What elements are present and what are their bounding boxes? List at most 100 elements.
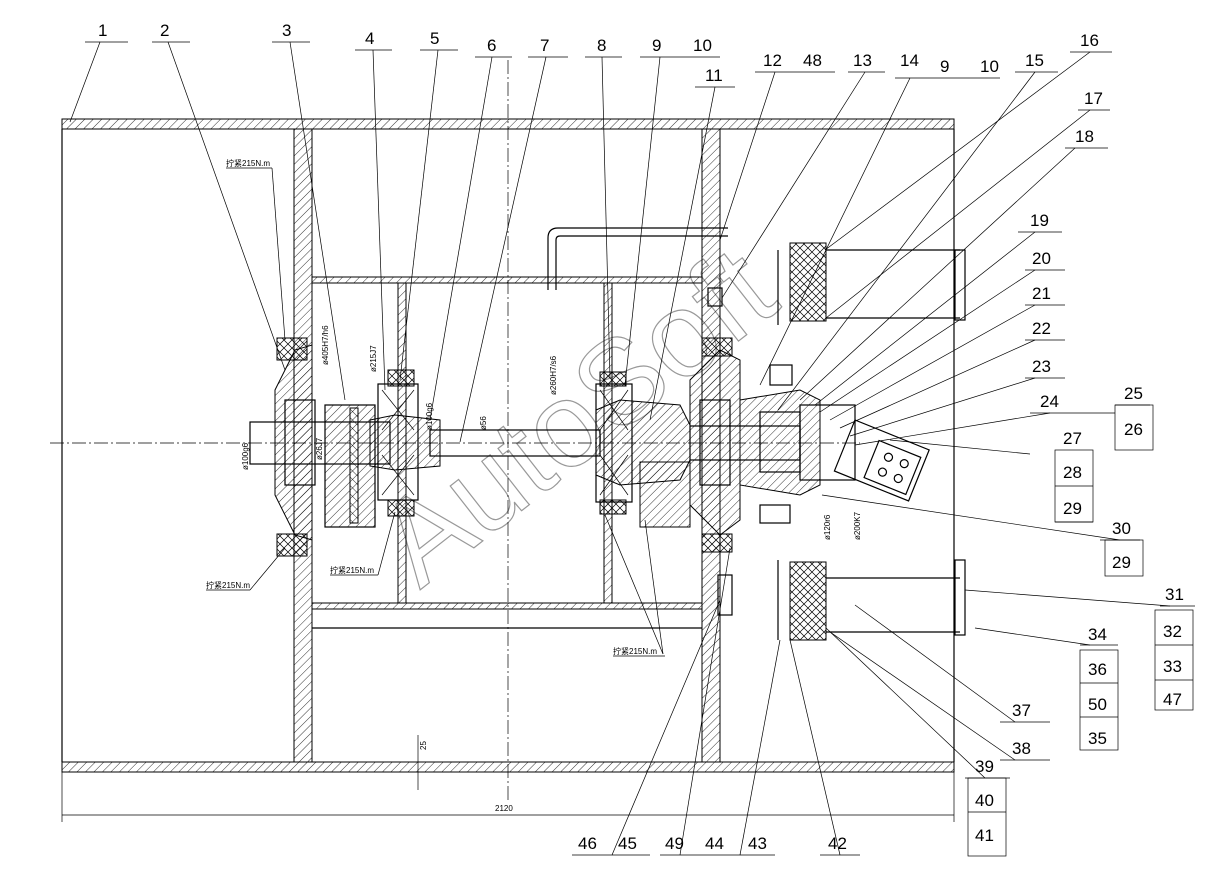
label-24: 24 bbox=[1040, 392, 1059, 411]
label-29b: 29 bbox=[1112, 553, 1131, 572]
label-9b: 9 bbox=[940, 57, 949, 76]
label-29a: 29 bbox=[1063, 499, 1082, 518]
dim-d200: ø200K7 bbox=[853, 511, 862, 540]
dim-d56: ø56 bbox=[479, 416, 488, 430]
label-12: 12 bbox=[763, 51, 782, 70]
label-8: 8 bbox=[597, 36, 606, 55]
label-40: 40 bbox=[975, 791, 994, 810]
left-bolt-top bbox=[276, 337, 308, 361]
bolt-f bbox=[701, 533, 733, 553]
label-18: 18 bbox=[1075, 127, 1094, 146]
label-46: 46 bbox=[578, 834, 597, 853]
label-37: 37 bbox=[1012, 701, 1031, 720]
bearing-x bbox=[381, 389, 415, 496]
nut-2 bbox=[759, 504, 791, 524]
right-boxes bbox=[821, 404, 1195, 857]
left-bearing bbox=[284, 399, 316, 486]
rubber-buffer-bottom bbox=[789, 561, 827, 641]
label-38: 38 bbox=[1012, 739, 1031, 758]
right-brake-disc bbox=[639, 461, 691, 528]
dim-d260: ø260H7/s6 bbox=[549, 355, 558, 395]
torque-note-2: 拧紧215N.m bbox=[206, 580, 250, 590]
torque-note-1: 拧紧215N.m bbox=[226, 158, 270, 168]
dim-dj: ø26J7 bbox=[315, 437, 324, 460]
motor-flange bbox=[799, 404, 856, 481]
bolt-d bbox=[599, 499, 627, 515]
label-13: 13 bbox=[853, 51, 872, 70]
label-1: 1 bbox=[98, 21, 107, 40]
torque-note-3: 拧紧215N.m bbox=[330, 565, 374, 575]
nut-1 bbox=[769, 364, 793, 386]
label-7: 7 bbox=[540, 36, 549, 55]
label-14: 14 bbox=[900, 51, 919, 70]
dim-d215: ø215J7 bbox=[369, 345, 378, 372]
label-4: 4 bbox=[365, 29, 374, 48]
gear-housing bbox=[739, 389, 821, 496]
label-45: 45 bbox=[618, 834, 637, 853]
inner-bottom-plate bbox=[311, 602, 703, 610]
label-47: 47 bbox=[1163, 690, 1182, 709]
torque-leader-2b bbox=[249, 547, 286, 591]
rod-bot bbox=[954, 559, 966, 636]
pipe-nut bbox=[707, 287, 723, 307]
dim-d100b: ø100g6 bbox=[425, 402, 434, 430]
label-2: 2 bbox=[160, 21, 169, 40]
label-25: 25 bbox=[1124, 384, 1143, 403]
label-15: 15 bbox=[1025, 51, 1044, 70]
label-9a: 9 bbox=[652, 36, 661, 55]
label-34: 34 bbox=[1088, 625, 1107, 644]
top-leaders bbox=[69, 41, 1150, 446]
label-6: 6 bbox=[487, 36, 496, 55]
label-43: 43 bbox=[748, 834, 767, 853]
label-44: 44 bbox=[705, 834, 724, 853]
label-19: 19 bbox=[1030, 211, 1049, 230]
label-28: 28 bbox=[1063, 463, 1082, 482]
rod-top bbox=[954, 249, 966, 321]
disc-gap bbox=[349, 407, 359, 524]
label-10b: 10 bbox=[980, 57, 999, 76]
part-labels: 1 2 3 4 5 6 7 8 9 10 11 12 48 13 14 9 10… bbox=[98, 21, 1184, 853]
label-50: 50 bbox=[1088, 695, 1107, 714]
rubber-buffer-top bbox=[789, 242, 827, 322]
dim-d120: ø120r6 bbox=[823, 514, 832, 540]
label-30: 30 bbox=[1112, 519, 1131, 538]
label-48: 48 bbox=[803, 51, 822, 70]
label-36: 36 bbox=[1088, 660, 1107, 679]
bracket-plate bbox=[717, 574, 733, 616]
left-bearing-cover bbox=[274, 344, 313, 541]
right-bearing-cover bbox=[689, 349, 741, 536]
dim-d100a: ø100g6 bbox=[241, 442, 250, 470]
bearing-x2 bbox=[599, 389, 629, 496]
torque-note-4: 拧紧215N.m bbox=[613, 646, 657, 656]
label-5: 5 bbox=[430, 29, 439, 48]
dim-25: 25 bbox=[419, 741, 428, 750]
label-49: 49 bbox=[665, 834, 684, 853]
label-42: 42 bbox=[828, 834, 847, 853]
bolt-b bbox=[387, 499, 415, 517]
bottom-leaders bbox=[572, 514, 860, 856]
label-10a: 10 bbox=[693, 36, 712, 55]
oil-pipe bbox=[547, 227, 728, 290]
label-22: 22 bbox=[1032, 319, 1051, 338]
label-31: 31 bbox=[1165, 585, 1184, 604]
left-hub bbox=[369, 414, 441, 471]
label-3: 3 bbox=[282, 21, 291, 40]
right-bearing bbox=[699, 399, 731, 486]
hydraulic-motor bbox=[833, 419, 930, 502]
label-20: 20 bbox=[1032, 249, 1051, 268]
inner-top-plate bbox=[311, 276, 703, 284]
dim-d405: ø405H7/h6 bbox=[321, 325, 330, 365]
label-16: 16 bbox=[1080, 31, 1099, 50]
label-41: 41 bbox=[975, 826, 994, 845]
dim-2120: 2120 bbox=[495, 804, 513, 813]
label-26: 26 bbox=[1124, 420, 1143, 439]
bolt-c bbox=[599, 371, 627, 387]
label-39: 39 bbox=[975, 757, 994, 776]
label-11: 11 bbox=[705, 66, 723, 85]
label-32: 32 bbox=[1163, 622, 1182, 641]
label-35: 35 bbox=[1088, 729, 1107, 748]
label-23: 23 bbox=[1032, 357, 1051, 376]
bolt-e bbox=[701, 337, 733, 357]
